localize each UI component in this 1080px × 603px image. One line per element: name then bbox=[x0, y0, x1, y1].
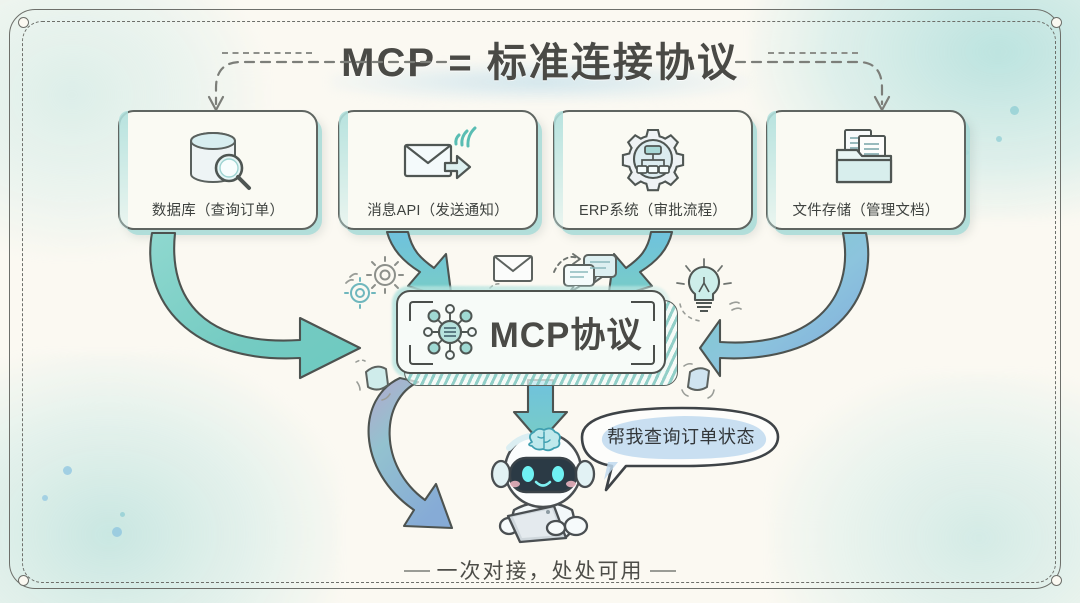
mcp-corner-bracket-tr bbox=[631, 301, 655, 321]
footer-dash-right bbox=[650, 570, 676, 572]
gear-workflow-icon bbox=[555, 126, 751, 192]
source-card-erp[interactable]: ERP系统（审批流程） bbox=[553, 110, 753, 230]
title-dash-right bbox=[768, 52, 858, 54]
arrow-database-to-mcp bbox=[149, 231, 362, 380]
lightbulb-icon bbox=[676, 258, 742, 322]
frame-corner-dot bbox=[18, 17, 29, 28]
envelope-doodle-icon bbox=[489, 255, 533, 289]
inner-dashed-border bbox=[22, 21, 1056, 583]
outer-frame-border bbox=[9, 9, 1061, 589]
mcp-protocol-box[interactable]: MCP协议 bbox=[396, 290, 666, 374]
card-label: ERP系统（审批流程） bbox=[578, 203, 727, 219]
curved-arrow-doodle-icon bbox=[553, 253, 581, 273]
brain-icon bbox=[528, 427, 561, 452]
frame-corner-dot bbox=[1051, 575, 1062, 586]
document-doodle-right-icon bbox=[681, 362, 715, 399]
source-card-file-storage[interactable]: 文件存储（管理文档） bbox=[766, 110, 966, 230]
ai-robot-character bbox=[490, 427, 596, 544]
title-dash-left bbox=[222, 52, 312, 54]
arrow-file-storage-to-mcp bbox=[698, 231, 870, 378]
gear-icon bbox=[344, 256, 404, 309]
envelope-send-icon bbox=[340, 126, 536, 192]
database-search-icon bbox=[120, 126, 316, 192]
folder-documents-icon bbox=[768, 126, 964, 192]
speech-bubble bbox=[580, 406, 780, 492]
mcp-corner-bracket-bl bbox=[409, 345, 433, 365]
source-card-database[interactable]: 数据库（查询订单） bbox=[118, 110, 318, 230]
speech-bubble-wrap: 帮我查询订单状态 bbox=[582, 410, 780, 462]
network-hub-icon bbox=[420, 302, 480, 362]
frame-corner-dot bbox=[1051, 17, 1062, 28]
mcp-box-label: MCP协议 bbox=[489, 315, 643, 355]
mcp-corner-bracket-tl bbox=[409, 301, 433, 321]
document-doodle-icon bbox=[355, 359, 391, 401]
footer-dash-left bbox=[404, 570, 430, 572]
arrow-mcp-to-outcome bbox=[367, 376, 454, 530]
mcp-corner-bracket-br bbox=[631, 345, 655, 365]
frame-corner-dot bbox=[18, 575, 29, 586]
source-card-message-api[interactable]: 消息API（发送通知） bbox=[338, 110, 538, 230]
speech-bubble-text: 帮我查询订单状态 bbox=[607, 427, 755, 447]
card-label: 消息API（发送通知） bbox=[367, 203, 509, 219]
card-label: 数据库（查询订单） bbox=[151, 203, 285, 219]
card-label: 文件存储（管理文档） bbox=[792, 203, 940, 219]
footer-caption: 一次对接，处处可用 bbox=[436, 560, 644, 583]
